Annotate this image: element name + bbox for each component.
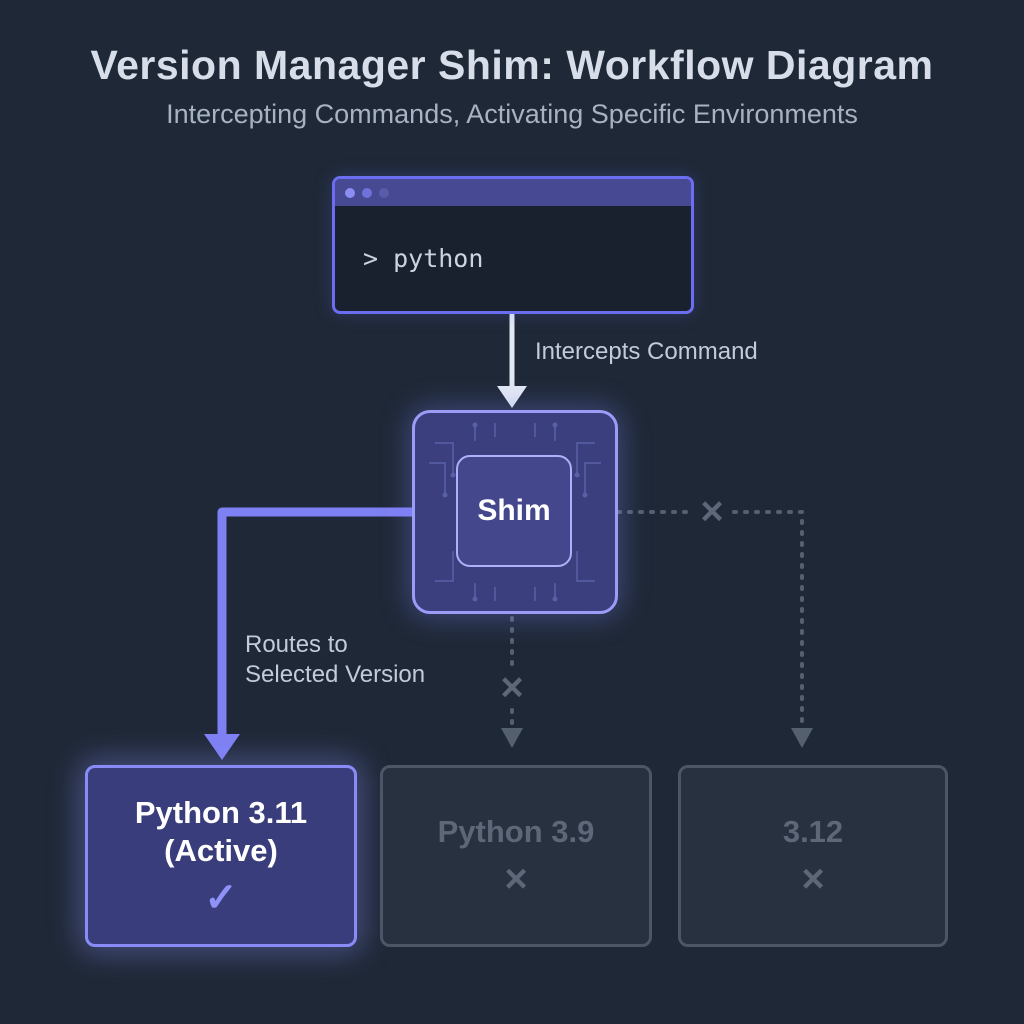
traffic-light-icon	[362, 187, 372, 198]
traffic-light-icon	[379, 187, 389, 198]
check-icon: ✓	[204, 876, 238, 920]
terminal-titlebar	[335, 179, 691, 206]
routes-label-line2: Selected Version	[245, 661, 426, 688]
x-icon: ×	[504, 857, 528, 901]
routes-label-line1: Routes to	[245, 631, 348, 658]
blocked-x-icon: ×	[500, 665, 524, 710]
shim-box: Shim	[412, 410, 618, 614]
page-title: Version Manager Shim: Workflow Diagram	[90, 42, 934, 88]
routes-label: Routes to Selected Version	[245, 630, 425, 690]
terminal-window: > python	[332, 176, 694, 314]
version-title-line2: (Active)	[164, 833, 278, 868]
version-box-python-311-active: Python 3.11 (Active) ✓	[85, 765, 357, 947]
shim-label: Shim	[456, 455, 572, 567]
version-box-python-39: Python 3.9 ×	[380, 765, 652, 947]
version-box-title: Python 3.11 (Active)	[135, 794, 307, 870]
intercepts-command-label: Intercepts Command	[535, 338, 758, 365]
traffic-light-icon	[345, 187, 355, 198]
version-box-312: 3.12 ×	[678, 765, 948, 947]
dotted-connector-right	[616, 510, 813, 748]
terminal-command: > python	[363, 244, 484, 273]
version-box-title: 3.12	[782, 814, 844, 849]
blocked-x-icon: ×	[700, 489, 724, 534]
page-subtitle: Intercepting Commands, Activating Specif…	[166, 99, 858, 129]
x-icon: ×	[801, 857, 825, 901]
version-title-line1: Python 3.11	[134, 795, 308, 830]
version-box-title: Python 3.9	[437, 814, 595, 849]
intercept-arrow	[497, 312, 527, 408]
